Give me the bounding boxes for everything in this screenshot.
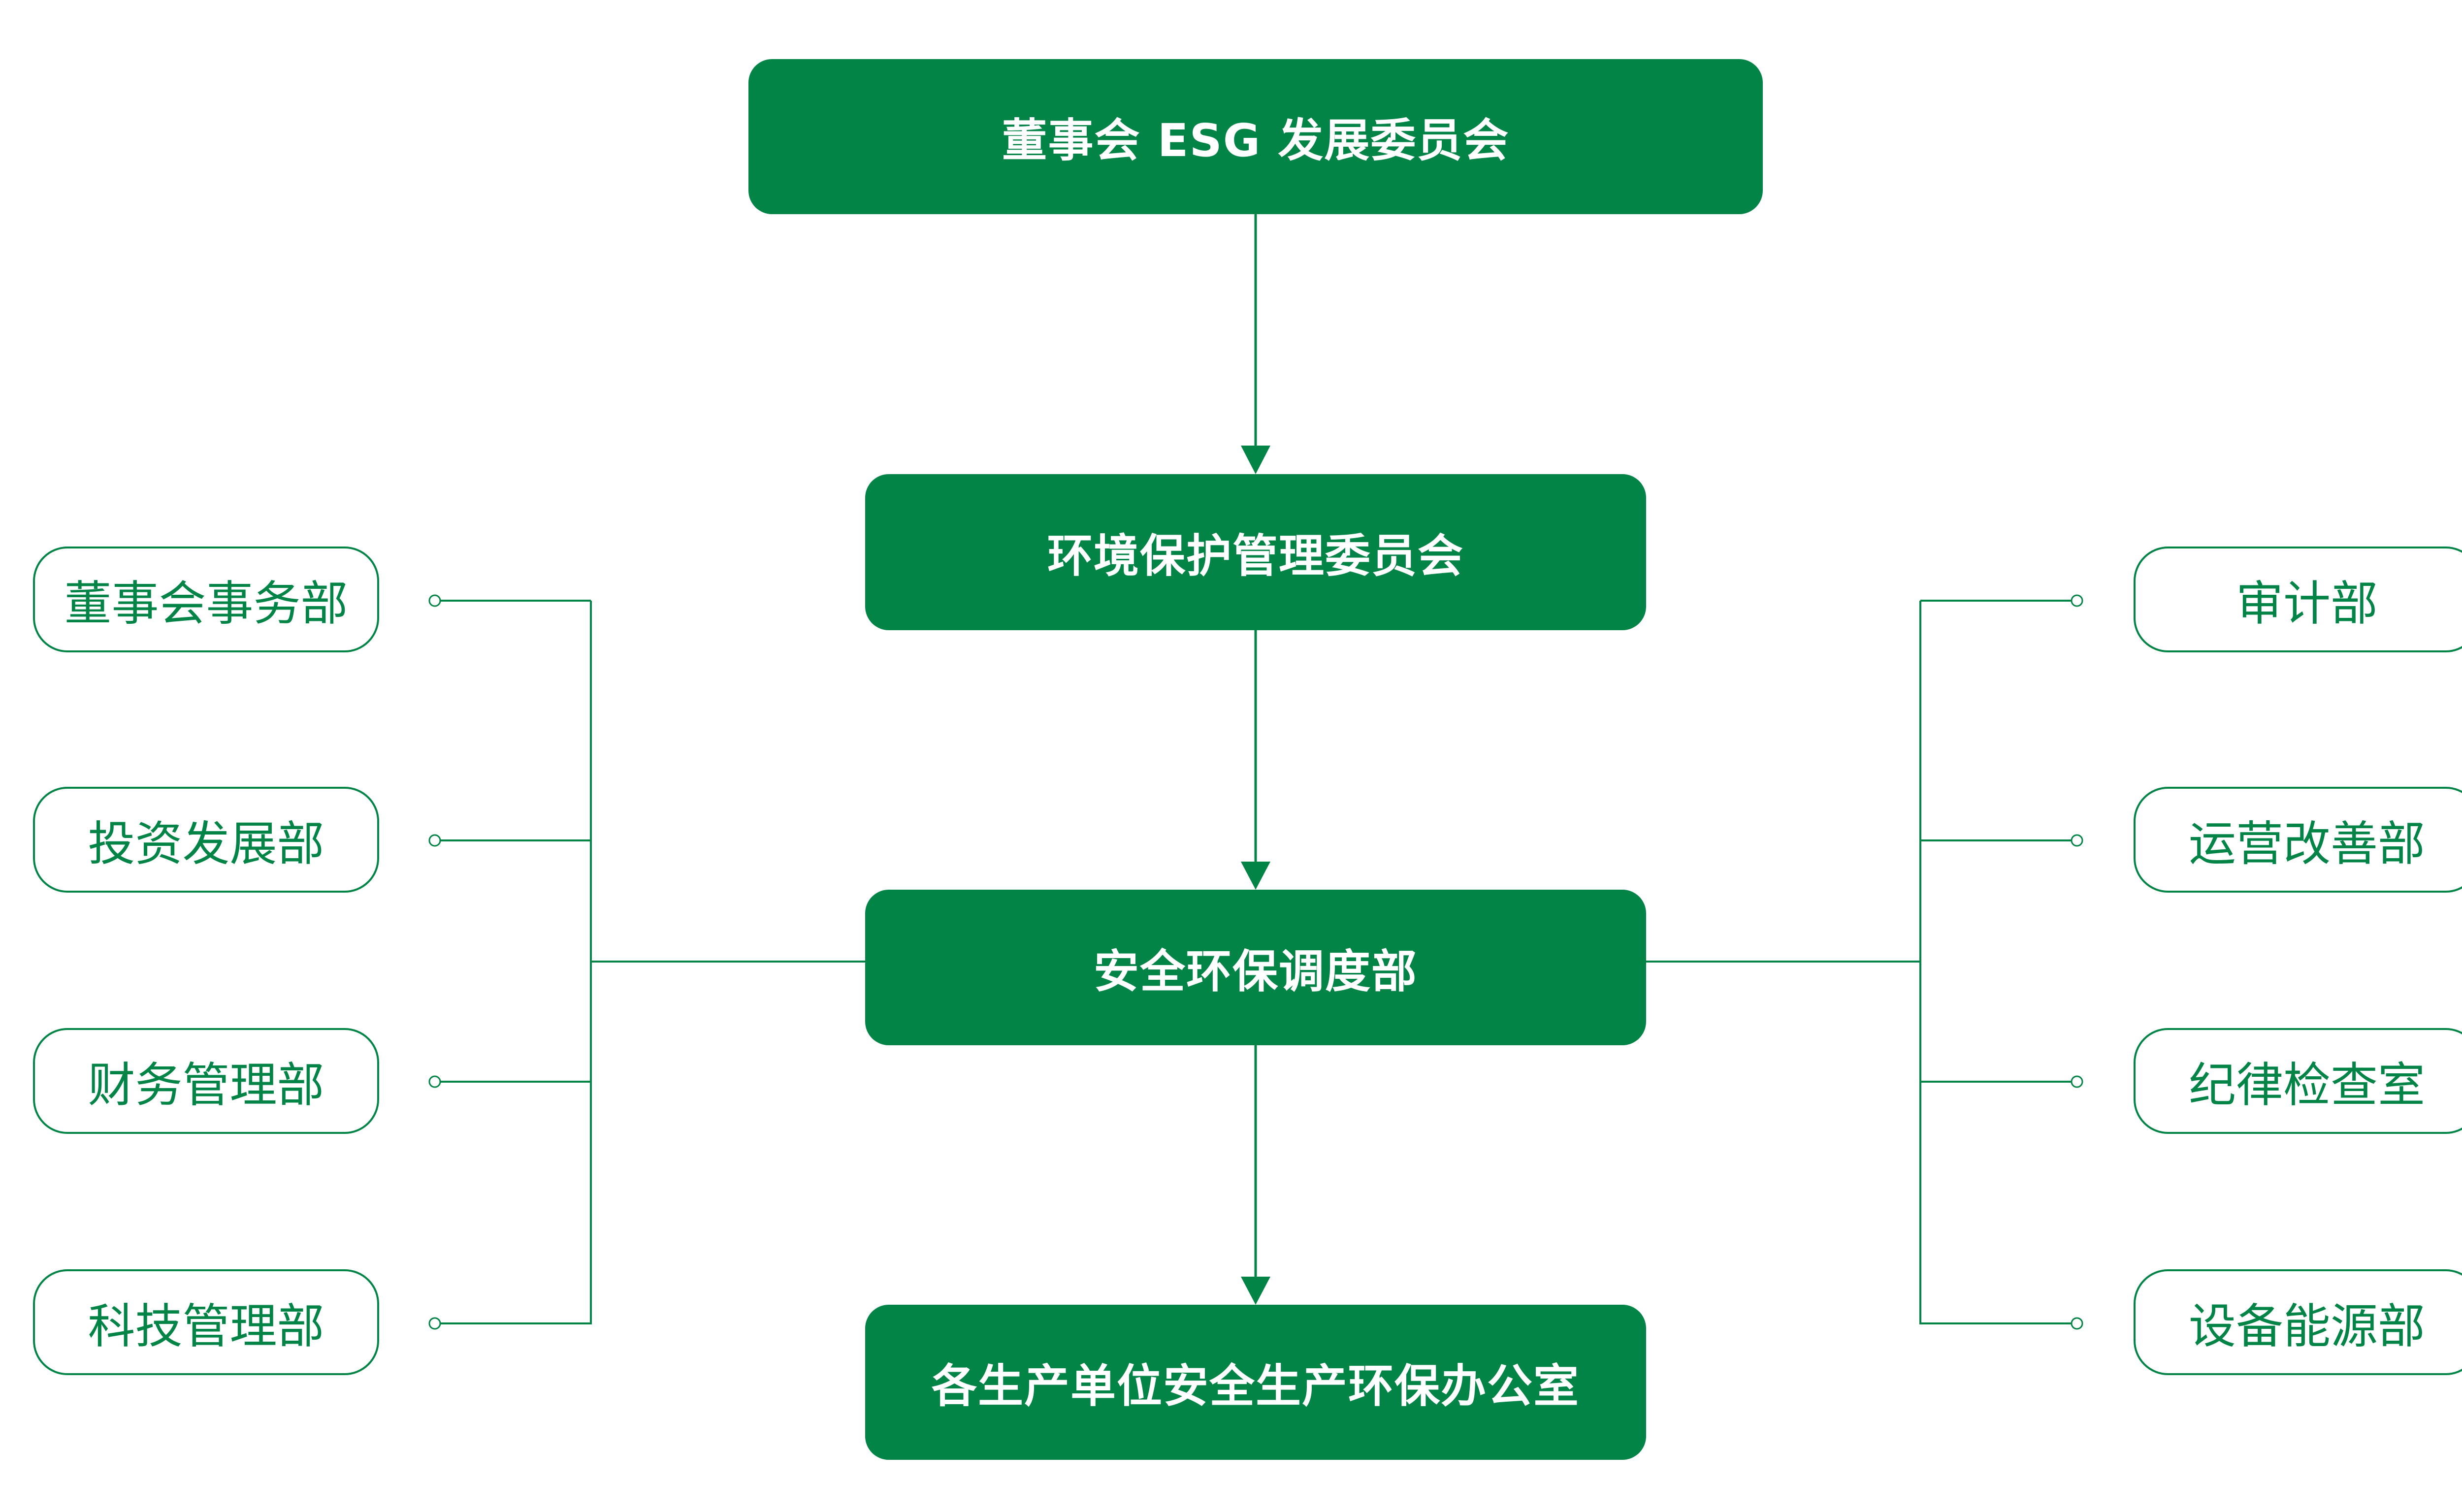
connector-node-icon <box>428 834 441 847</box>
left-department-box: 投资发展部 <box>33 787 379 893</box>
arrow-head-1 <box>1241 446 1270 474</box>
right-department-box: 运营改善部 <box>2134 787 2462 893</box>
department-label: 董事会事务部 <box>64 576 348 631</box>
department-label: 审计部 <box>2236 576 2378 631</box>
department-label: 科技管理部 <box>88 1299 324 1354</box>
arrow-head-3 <box>1241 1277 1270 1305</box>
connector-node-icon <box>2071 834 2083 847</box>
box-label: 环境保护管理委员会 <box>1047 530 1464 582</box>
safety-env-dispatch-box: 安全环保调度部 <box>865 890 1646 1045</box>
department-label: 财务管理部 <box>88 1058 324 1113</box>
connector-node-icon <box>2071 1075 2083 1088</box>
department-label: 运营改善部 <box>2189 816 2425 871</box>
connector-node-icon <box>428 1075 441 1088</box>
connector-node-icon <box>2071 594 2083 607</box>
department-label: 投资发展部 <box>88 816 324 871</box>
arrow-head-2 <box>1241 862 1270 890</box>
right-department-box: 审计部 <box>2134 547 2462 652</box>
connector-node-icon <box>428 1317 441 1330</box>
board-esg-committee-box: 董事会 ESG 发展委员会 <box>748 59 1763 214</box>
production-units-office-box: 各生产单位安全生产环保办公室 <box>865 1305 1646 1460</box>
box-label: 安全环保调度部 <box>1093 945 1418 998</box>
left-department-box: 财务管理部 <box>33 1028 379 1134</box>
left-branches <box>428 594 591 1330</box>
department-label: 设备能源部 <box>2189 1299 2425 1354</box>
left-department-box: 科技管理部 <box>33 1269 379 1375</box>
connector-node-icon <box>428 594 441 607</box>
right-branches <box>1920 594 2083 1330</box>
left-department-box: 董事会事务部 <box>33 547 379 652</box>
box-label: 董事会 ESG 发展委员会 <box>1002 114 1510 167</box>
connector-node-icon <box>2071 1317 2083 1330</box>
env-protection-committee-box: 环境保护管理委员会 <box>865 474 1646 630</box>
box-label: 各生产单位安全生产环保办公室 <box>931 1360 1580 1413</box>
department-label: 纪律检查室 <box>2189 1058 2425 1113</box>
right-department-box: 设备能源部 <box>2134 1269 2462 1375</box>
right-department-box: 纪律检查室 <box>2134 1028 2462 1134</box>
